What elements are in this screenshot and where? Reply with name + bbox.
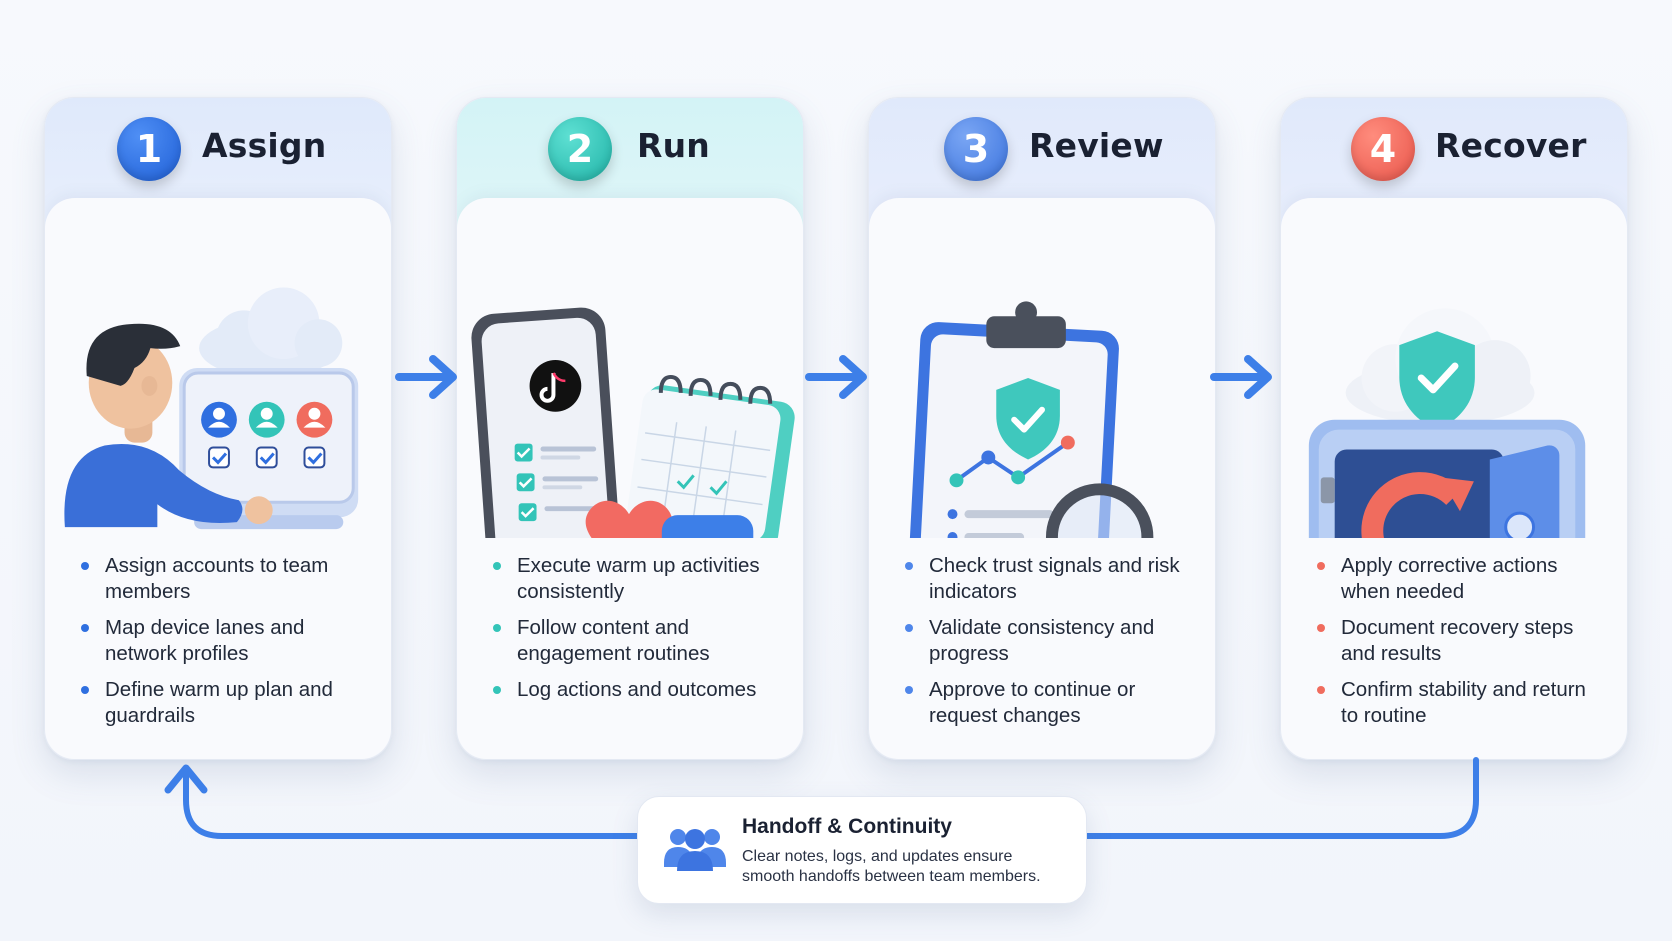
bullet-item: Assign accounts to team members	[81, 553, 371, 605]
step-number: 1	[135, 127, 163, 171]
step-number-badge: 3	[944, 117, 1008, 181]
handoff-title: Handoff & Continuity	[742, 815, 952, 838]
handoff-description: Clear notes, logs, and updates ensure sm…	[742, 847, 1082, 887]
step-title: Review	[1029, 126, 1164, 165]
bullet-item: Document recovery steps and results	[1317, 615, 1607, 667]
safe-restore-icon	[1308, 308, 1586, 538]
bullet-item: Define warm up plan and guardrails	[81, 677, 371, 729]
step-title: Recover	[1435, 126, 1587, 165]
step-title: Run	[637, 126, 710, 165]
bullet-dot	[493, 562, 501, 570]
step-number-badge: 2	[548, 117, 612, 181]
arrow-right-icon	[395, 355, 457, 399]
bullet-item: Log actions and outcomes	[493, 677, 783, 703]
bullet-dot	[493, 686, 501, 694]
step-card-review: 3 Review Check trust signals and risk in…	[868, 97, 1216, 760]
bullet-dot	[1317, 686, 1325, 694]
step-card-run: 2 Run	[456, 97, 804, 760]
bullet-dot	[905, 562, 913, 570]
bullet-item: Check trust signals and risk indicators	[905, 553, 1195, 605]
clipboard-magnifier-icon	[907, 301, 1154, 538]
step-number: 2	[566, 127, 594, 171]
bullet-item: Confirm stability and return to routine	[1317, 677, 1607, 729]
bullet-item: Approve to continue or request changes	[905, 677, 1195, 729]
step-number: 3	[962, 127, 990, 171]
bullet-dot	[1317, 562, 1325, 570]
team-icon	[664, 829, 726, 871]
bullet-dot	[81, 624, 89, 632]
bullet-dot	[81, 686, 89, 694]
bullet-item: Validate consistency and progress	[905, 615, 1195, 667]
bullet-dot	[905, 686, 913, 694]
step-card-assign: 1 Assign Assign accounts to	[44, 97, 392, 760]
step-bullets: Assign accounts to team members Map devi…	[81, 553, 371, 739]
bullet-item: Execute warm up activities consistently	[493, 553, 783, 605]
arrow-right-icon	[1210, 355, 1272, 399]
bullet-item: Map device lanes and network profiles	[81, 615, 371, 667]
step-bullets: Check trust signals and risk indicators …	[905, 553, 1195, 739]
phone-calendar-icon	[471, 307, 795, 538]
step-number: 4	[1369, 127, 1397, 171]
person-at-board-icon	[64, 287, 359, 530]
step-bullets: Execute warm up activities consistently …	[493, 553, 783, 713]
step-number-badge: 1	[117, 117, 181, 181]
arrow-right-icon	[805, 355, 867, 399]
bullet-dot	[493, 624, 501, 632]
bullet-dot	[1317, 624, 1325, 632]
bullet-item: Follow content and engagement routines	[493, 615, 783, 667]
step-card-recover: 4 Recover Apply corrective actions when …	[1280, 97, 1628, 760]
handoff-continuity-box: Handoff & Continuity Clear notes, logs, …	[637, 796, 1087, 904]
bullet-item: Apply corrective actions when needed	[1317, 553, 1607, 605]
bullet-dot	[81, 562, 89, 570]
step-number-badge: 4	[1351, 117, 1415, 181]
step-bullets: Apply corrective actions when needed Doc…	[1317, 553, 1607, 739]
handoff-text-line: Clear notes, logs, and updates ensure	[742, 848, 1013, 865]
handoff-text-line: smooth handoffs between team members.	[742, 868, 1041, 885]
arrow-up-icon	[164, 764, 208, 794]
step-title: Assign	[202, 126, 327, 165]
bullet-dot	[905, 624, 913, 632]
